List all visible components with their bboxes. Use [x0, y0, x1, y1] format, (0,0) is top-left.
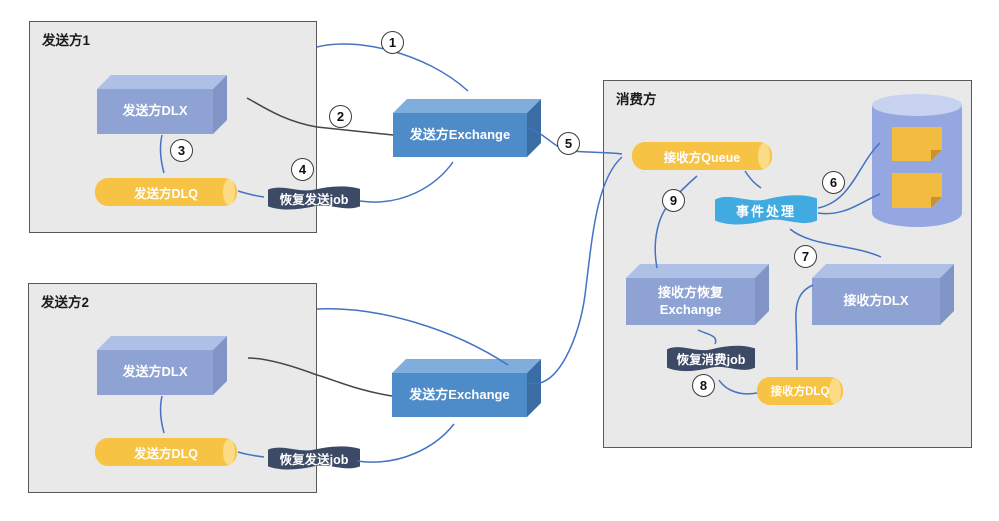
receiver-recover-exchange-box: 接收方恢复 Exchange — [626, 264, 769, 325]
sender1-exchange-box: 发送方Exchange — [393, 99, 541, 157]
step-2-badge: 2 — [329, 105, 352, 128]
sender1-exchange-label: 发送方Exchange — [393, 113, 527, 157]
sender2-exchange-label: 发送方Exchange — [392, 373, 527, 417]
database-cylinder — [872, 94, 962, 227]
receiver-queue-cylinder: 接收方Queue — [632, 142, 772, 170]
ribbon-shape — [268, 446, 360, 470]
arrow-job1-to-exchange1 — [359, 161, 454, 203]
step-1-badge: 1 — [381, 31, 404, 54]
step-7-badge: 7 — [794, 245, 817, 268]
sender2-group-title: 发送方2 — [41, 295, 90, 310]
sender1-dlq-label: 发送方DLQ — [134, 186, 198, 201]
ribbon-shape — [667, 345, 755, 372]
step-5-badge: 5 — [557, 132, 580, 155]
arrow-job2-to-exchange2 — [356, 423, 455, 463]
sender1-recover-job-label: 恢复发送job — [279, 192, 349, 207]
sender1-recover-job-ribbon: 恢复发送job — [268, 183, 360, 213]
ribbon-shape — [268, 186, 360, 210]
database-top-ellipse — [872, 94, 962, 116]
step-3-badge: 3 — [170, 139, 193, 162]
receiver-recover-job-label: 恢复消费job — [676, 353, 746, 367]
sender1-dlq-cylinder: 发送方DLQ — [95, 178, 237, 206]
receiver-recover-job-ribbon: 恢复消费job — [667, 342, 755, 375]
step-4-badge: 4 — [291, 158, 314, 181]
sender2-dlx-label: 发送方DLX — [97, 350, 213, 395]
sender2-recover-job-label: 恢复发送job — [279, 452, 349, 467]
document-icon-2 — [892, 173, 942, 208]
event-handler-wave: 事件处理 — [715, 191, 817, 229]
event-handler-label: 事件处理 — [735, 203, 796, 219]
sender1-dlx-box: 发送方DLX — [97, 75, 227, 134]
document-fold-icon — [931, 197, 942, 208]
receiver-dlx-box: 接收方DLX — [812, 264, 954, 325]
sender1-dlx-label: 发送方DLX — [97, 89, 213, 134]
sender2-dlx-box: 发送方DLX — [97, 336, 227, 395]
sender2-dlq-cylinder: 发送方DLQ — [95, 438, 237, 466]
step-9-badge: 9 — [662, 189, 685, 212]
document-icon-1 — [892, 127, 942, 161]
receiver-dlx-label: 接收方DLX — [812, 278, 940, 325]
consumer-group-title: 消费方 — [616, 92, 657, 107]
receiver-dlq-label: 接收方DLQ — [770, 386, 830, 398]
receiver-dlq-cylinder: 接收方DLQ — [757, 377, 843, 405]
receiver-recover-exchange-label: 接收方恢复 Exchange — [626, 278, 755, 325]
arrow-sender2-to-exchange2 — [316, 308, 509, 366]
receiver-queue-label: 接收方Queue — [663, 150, 741, 165]
document-fold-icon — [931, 150, 942, 161]
step-6-badge: 6 — [822, 171, 845, 194]
wave-shape — [715, 195, 817, 225]
sender1-group-title: 发送方1 — [42, 33, 91, 48]
sender2-dlq-label: 发送方DLQ — [134, 446, 198, 461]
database-body — [872, 105, 962, 227]
step-8-badge: 8 — [692, 374, 715, 397]
sender2-recover-job-ribbon: 恢复发送job — [268, 443, 360, 473]
sender2-exchange-box: 发送方Exchange — [392, 359, 541, 417]
